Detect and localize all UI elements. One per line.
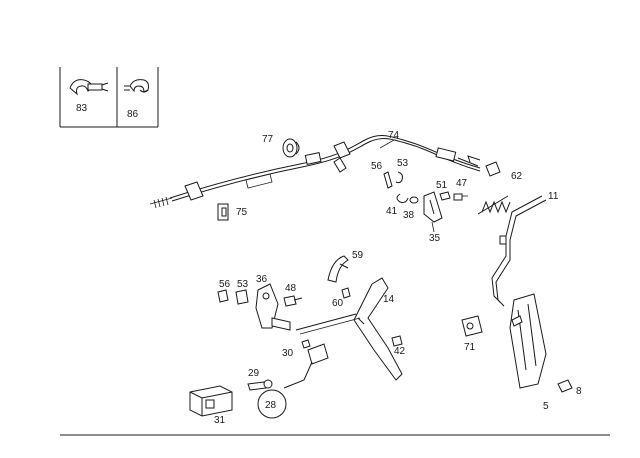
callout-51: 51	[436, 180, 448, 191]
callout-59: 59	[352, 250, 364, 261]
washer-38	[409, 196, 419, 204]
callout-56a: 56	[371, 161, 383, 172]
clip-56a	[383, 171, 393, 189]
bracket-71	[461, 315, 483, 337]
callout-11: 11	[548, 191, 559, 202]
switch-28	[257, 389, 287, 419]
callout-86: 86	[127, 109, 139, 120]
callout-83: 83	[76, 103, 88, 114]
clip-59	[327, 255, 349, 283]
bolt-48	[283, 295, 303, 307]
spring-62	[477, 195, 511, 215]
inset-box	[59, 67, 159, 128]
grommet-77	[282, 138, 300, 158]
callout-41: 41	[386, 206, 398, 217]
bracket-35	[423, 191, 443, 223]
ring-53a	[395, 171, 403, 184]
callout-53a: 53	[397, 158, 409, 169]
callout-74: 74	[388, 130, 400, 141]
clip-56b	[217, 289, 229, 303]
pedal-bracket-36	[255, 283, 291, 331]
switch-bracket	[283, 343, 329, 389]
clip-75	[217, 203, 229, 221]
nut-47	[453, 193, 468, 201]
callout-71: 71	[464, 342, 476, 353]
callout-75: 75	[236, 207, 248, 218]
relay-31	[189, 385, 233, 417]
callout-30: 30	[282, 348, 294, 359]
callout-5: 5	[543, 401, 549, 412]
callout-53b: 53	[237, 279, 249, 290]
callout-77: 77	[262, 134, 274, 145]
clip-83-icon	[69, 79, 109, 96]
linkage-rod-11	[491, 195, 547, 307]
callout-36: 36	[256, 274, 268, 285]
callout-28: 28	[265, 400, 277, 411]
connecting-rod	[295, 313, 357, 331]
callout-56b: 56	[219, 279, 231, 290]
bolt-30	[301, 339, 311, 349]
cable-74	[149, 135, 501, 209]
callout-35: 35	[429, 233, 441, 244]
callout-60: 60	[332, 298, 344, 309]
pedal-5	[509, 293, 547, 389]
callout-14: 14	[383, 294, 395, 305]
callout-48: 48	[285, 283, 297, 294]
pin-60	[341, 287, 351, 299]
callout-31: 31	[214, 415, 226, 426]
callout-42: 42	[394, 346, 406, 357]
callout-38: 38	[403, 210, 415, 221]
callout-8: 8	[576, 386, 582, 397]
callout-47: 47	[456, 178, 468, 189]
connector-29	[247, 379, 273, 391]
bolt-51	[439, 191, 451, 201]
clip-86-icon	[124, 79, 149, 93]
clip-8	[557, 379, 573, 393]
callout-62: 62	[511, 171, 523, 182]
lever-14	[353, 277, 403, 381]
callout-29: 29	[248, 368, 260, 379]
clip-41	[396, 193, 409, 203]
plate-53b	[235, 289, 249, 305]
